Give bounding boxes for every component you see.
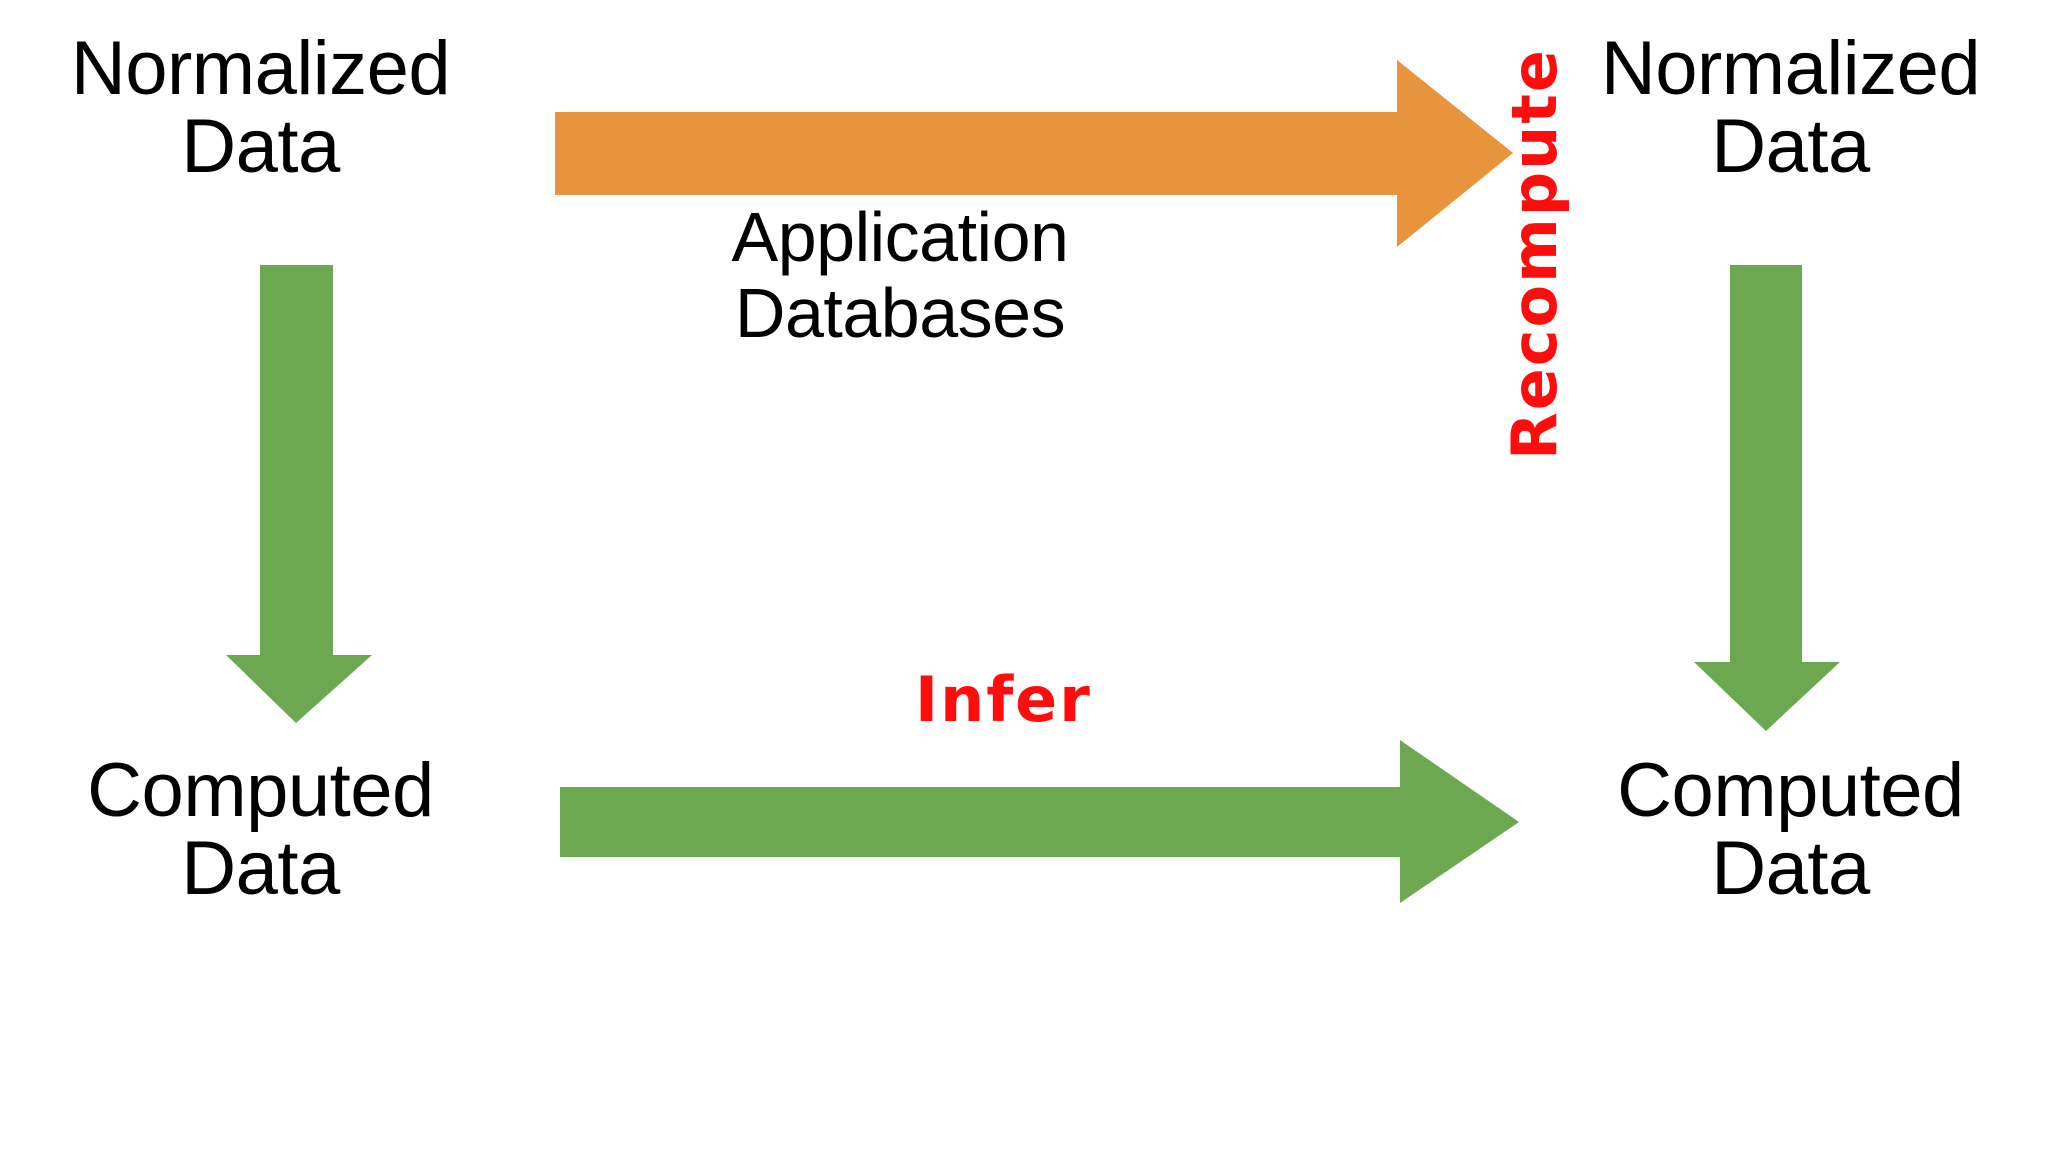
node-computed-data-right: Computed Data	[1617, 748, 1964, 911]
node-normalized-data-left: Normalized Data	[70, 26, 451, 189]
normalize-to-compute-left-arrow	[226, 265, 372, 723]
node-computed-data-left: Computed Data	[87, 748, 434, 911]
recompute-arrow	[1694, 265, 1840, 731]
annotation-recompute: Recompute	[1498, 48, 1571, 460]
edge-label-application-databases: Application Databases	[731, 198, 1069, 352]
node-normalized-data-right: Normalized Data	[1600, 26, 1981, 189]
annotation-infer: Infer	[915, 663, 1092, 736]
infer-arrow	[560, 740, 1519, 903]
